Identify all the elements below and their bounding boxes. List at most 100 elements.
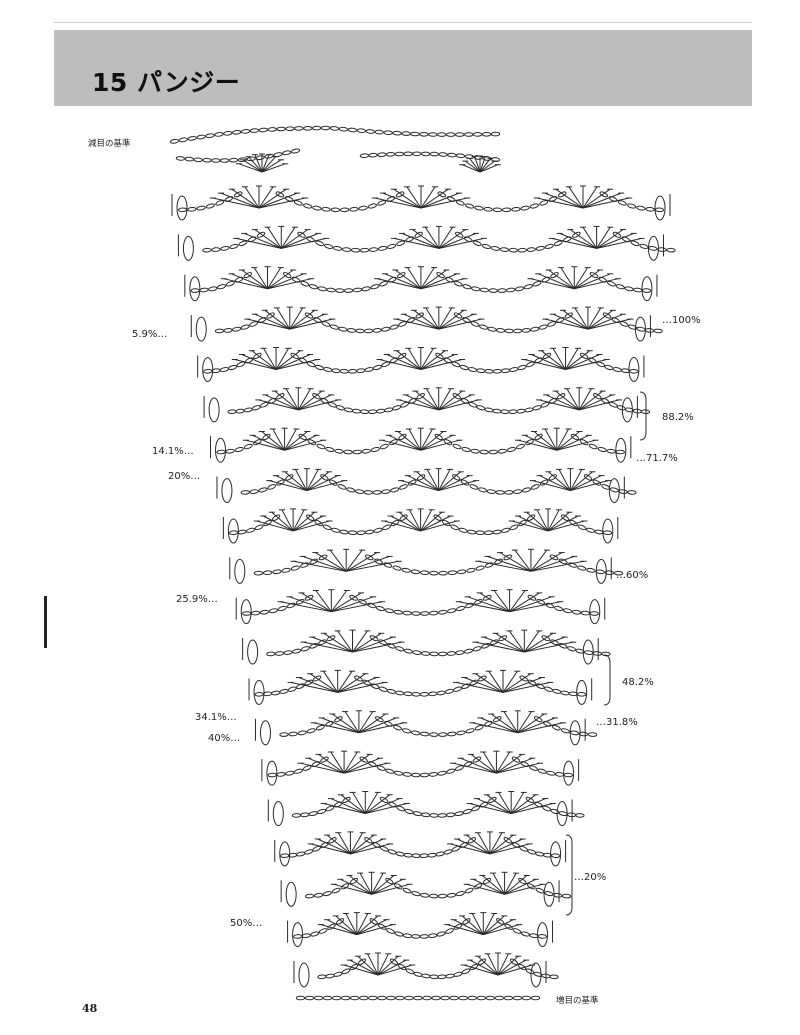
- chain-stitch-icon: [247, 236, 257, 243]
- chain-stitch-icon: [525, 361, 535, 368]
- chain-stitch-icon: [228, 157, 239, 163]
- double-crochet-icon: [400, 480, 439, 492]
- chain-stitch-icon: [492, 368, 502, 374]
- chain-stitch-icon: [412, 650, 422, 655]
- chain-stitch-icon: [606, 448, 616, 454]
- chain-stitch-icon: [356, 128, 366, 134]
- left-percent-label: 20%…: [168, 471, 201, 482]
- chain-stitch-icon: [419, 772, 430, 778]
- chain-stitch-icon: [481, 131, 492, 137]
- chain-stitch-icon: [300, 280, 310, 287]
- picot-icon: [647, 235, 659, 261]
- chain-stitch-icon: [571, 609, 582, 615]
- chain-stitch-icon: [511, 756, 521, 763]
- chain-stitch-icon: [350, 247, 361, 253]
- chain-stitch-icon: [355, 328, 365, 334]
- chain-stitch-icon: [362, 679, 371, 686]
- chain-stitch-icon: [469, 963, 479, 971]
- chain-stitch-icon: [495, 328, 506, 333]
- double-crochet-icon: [424, 226, 440, 249]
- chain-stitch-icon: [325, 446, 335, 453]
- chain-stitch-icon: [187, 206, 197, 212]
- double-crochet-icon: [504, 883, 543, 895]
- double-crochet-icon: [438, 469, 451, 491]
- double-crochet-icon: [352, 636, 394, 653]
- chain-stitch-icon: [367, 602, 376, 609]
- chain-stitch-icon: [449, 995, 459, 1001]
- double-crochet-icon: [358, 722, 405, 734]
- chain-stitch-icon: [462, 808, 472, 815]
- double-crochet-icon: [352, 641, 402, 653]
- double-crochet-icon: [560, 267, 575, 290]
- chain-stitch-icon: [453, 923, 463, 930]
- chain-stitch-icon: [308, 811, 318, 817]
- chain-stitch-icon: [318, 639, 327, 646]
- chain-stitch-icon: [384, 608, 394, 614]
- double-crochet-icon: [497, 955, 519, 976]
- chain-stitch-icon: [347, 127, 358, 133]
- chain-stitch-icon: [387, 849, 397, 855]
- chain-stitch-icon: [257, 317, 267, 324]
- chain-stitch-icon: [339, 529, 349, 535]
- chain-stitch-icon: [368, 247, 379, 252]
- double-crochet-icon: [377, 278, 422, 290]
- left-percent-label: 34.1%…: [195, 712, 237, 723]
- chain-stitch-icon: [359, 153, 370, 159]
- chain-stitch-icon: [229, 243, 239, 249]
- chain-stitch-icon: [300, 562, 310, 568]
- picot-icon: [582, 639, 594, 665]
- double-crochet-icon: [244, 186, 260, 209]
- chain-stitch-icon: [512, 328, 523, 334]
- double-crochet-icon: [284, 439, 324, 451]
- double-crochet-icon: [261, 431, 285, 451]
- chain-stitch-icon: [413, 995, 423, 1001]
- double-crochet-icon: [254, 154, 263, 173]
- chain-stitch-icon: [443, 439, 453, 446]
- double-crochet-icon: [298, 394, 332, 411]
- double-crochet-icon: [570, 475, 602, 492]
- chain-stitch-icon: [595, 569, 605, 575]
- chain-stitch-icon: [375, 408, 386, 414]
- double-crochet-icon: [420, 520, 458, 532]
- double-crochet-icon: [337, 630, 353, 653]
- double-crochet-icon: [306, 475, 339, 492]
- chain-stitch-icon: [504, 923, 513, 930]
- picot-icon: [654, 195, 666, 221]
- double-crochet-icon: [345, 555, 390, 572]
- double-crochet-icon: [531, 354, 566, 370]
- double-crochet-icon: [556, 439, 596, 451]
- chain-stitch-icon: [396, 272, 406, 279]
- chain-stitch-icon: [392, 565, 402, 571]
- chain-stitch-icon: [334, 716, 343, 723]
- picot-icon: [182, 235, 194, 261]
- chain-stitch-icon: [612, 231, 622, 238]
- double-crochet-icon: [312, 636, 353, 653]
- double-crochet-icon: [315, 552, 347, 572]
- chain-stitch-icon: [240, 490, 250, 495]
- chain-stitch-icon: [402, 610, 412, 616]
- chain-stitch-icon: [495, 490, 505, 495]
- chain-stitch-icon: [285, 770, 295, 776]
- chain-stitch-icon: [370, 284, 380, 290]
- chain-stitch-icon: [372, 490, 382, 495]
- chain-stitch-icon: [446, 132, 456, 137]
- double-crochet-icon: [261, 156, 276, 173]
- double-crochet-icon: [548, 269, 575, 290]
- double-crochet-icon: [420, 509, 433, 532]
- double-crochet-icon: [340, 878, 372, 895]
- chain-stitch-icon: [420, 611, 430, 616]
- chain-stitch-icon: [358, 598, 367, 605]
- chain-stitch-icon: [246, 527, 256, 533]
- chain-stitch-icon: [435, 851, 445, 857]
- chain-stitch-icon: [534, 433, 543, 441]
- chain-stitch-icon: [318, 554, 328, 561]
- chain-stitch-icon: [554, 772, 565, 777]
- double-crochet-icon: [358, 713, 386, 734]
- chain-stitch-icon: [612, 367, 622, 372]
- chain-stitch-icon: [633, 287, 643, 293]
- chain-stitch-icon: [451, 845, 461, 852]
- chain-stitch-icon: [613, 570, 624, 576]
- double-crochet-icon: [582, 188, 611, 209]
- double-crochet-icon: [315, 590, 332, 612]
- chain-stitch-icon: [446, 651, 456, 656]
